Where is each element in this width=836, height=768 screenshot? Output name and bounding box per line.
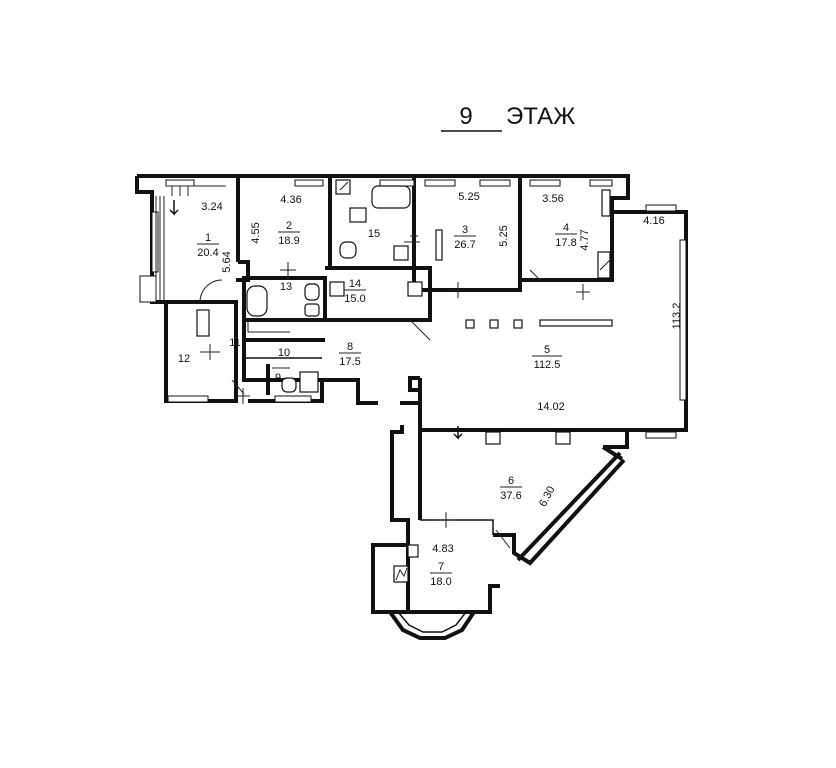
room-area: 112.5 [534,359,561,371]
toilet-15 [339,241,357,259]
room-number: 13 [280,281,292,293]
room-number: 11 [229,337,240,349]
room-area: 18.9 [278,235,299,247]
fixture-7 [407,544,419,558]
stove-7 [393,565,409,583]
toilet-9 [281,377,297,393]
wardrobe-4 [597,251,611,279]
counter-5 [539,319,613,327]
room-14-label: 14 15.0 [344,278,366,305]
room-labels: 1 20.4 2 18.9 3 26.7 4 17.8 5 112.5 6 37… [178,220,577,588]
room-number: 1 [205,232,211,244]
dimension-label: 113.2 [671,303,683,330]
dimension-label: 6.30 [537,484,558,509]
room-area: 20.4 [197,247,218,259]
column-5a [465,319,475,329]
room-number: 6 [508,475,514,487]
room-number: 9 [275,372,281,384]
room-7-label: 7 18.0 [430,561,452,588]
toilet-13 [304,283,320,301]
dimension-label: 3.56 [542,193,563,205]
floor-number: 9 [459,103,472,130]
room-number: 2 [286,220,292,232]
dimension-label: 5.64 [221,251,233,272]
room-6-label: 6 37.6 [500,475,522,502]
room-area: 15.0 [344,293,365,305]
room-15-label: 15 [368,228,380,240]
dimension-labels: 3.24 5.64 4.36 4.55 5.25 5.25 3.56 4.77 … [201,191,683,555]
dimension-label: 4.77 [579,229,591,250]
door-swings [199,181,613,549]
sink-15 [393,245,409,261]
room-10-label: 10 [278,347,290,359]
dimension-label: 4.36 [280,194,301,206]
bathtub-13 [246,285,268,317]
radiator-1 [166,185,226,196]
room-13-label: 13 [280,281,292,293]
room-3-label: 3 26.7 [454,224,476,251]
dimension-label: 3.24 [201,201,222,213]
dimension-label: 5.25 [498,225,510,246]
sink-13 [304,303,320,317]
bathtub-15 [371,185,411,209]
room-number: 12 [178,353,190,365]
room-area: 37.6 [500,490,521,502]
column-5c [513,319,523,329]
room-12-label: 12 [178,353,190,365]
inner-partitions [166,176,686,547]
dimension-label: 4.16 [643,215,664,227]
dimension-label: 4.83 [432,543,453,555]
room-5-label: 5 112.5 [532,344,562,371]
room-number: 14 [349,278,361,290]
column-5b [489,319,499,329]
wardrobe-12 [196,309,210,337]
floor-word: ЭТАЖ [506,103,575,130]
dimension-label: 5.25 [458,191,479,203]
flue-7 [395,567,408,581]
room-1-label: 1 20.4 [197,232,219,259]
room-11-label: 11 [229,337,240,349]
windows [139,179,687,439]
floor-title: 9 ЭТАЖ [441,103,575,132]
room-number: 10 [278,347,290,359]
fixtures [155,179,613,583]
dimension-label: 14.02 [537,401,565,413]
room-area: 17.5 [339,356,360,368]
door-marks [200,235,590,528]
room-area: 18.0 [430,576,451,588]
room-4-label: 4 17.8 [555,222,577,249]
room-number: 8 [347,341,353,353]
room-2-label: 2 18.9 [278,220,300,247]
room-number: 7 [438,561,444,573]
fixture-15 [349,207,367,223]
room-area: 26.7 [454,239,475,251]
room-number: 15 [368,228,380,240]
room-number: 5 [544,344,550,356]
fixture-14b [407,281,423,297]
column-6b [555,431,571,445]
wardrobe-3 [435,229,443,261]
fixture-14a [329,281,345,297]
room-8-label: 8 17.5 [339,341,361,368]
room-number: 4 [563,222,569,234]
room-number: 3 [462,224,468,236]
room-9-label: 9 [275,372,281,384]
bay-window [388,610,476,640]
shower-9 [299,371,319,393]
dimension-label: 4.55 [250,222,262,243]
stair-1 [155,196,165,300]
entry-arrow [169,200,179,216]
room-area: 17.8 [555,237,576,249]
column-6a [485,431,501,445]
door-frame-4 [601,189,611,217]
arrow-6 [453,426,463,440]
